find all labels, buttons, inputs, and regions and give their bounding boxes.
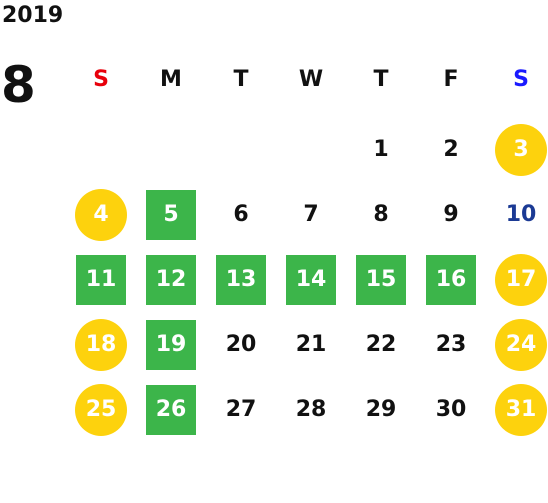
- day-cell[interactable]: 21: [295, 332, 327, 357]
- day-cell[interactable]: 16: [426, 255, 476, 305]
- day-cell[interactable]: 2: [443, 137, 459, 162]
- day-cell[interactable]: 17: [495, 254, 547, 306]
- weekday-3: W: [298, 67, 324, 92]
- day-cell[interactable]: 6: [233, 202, 249, 227]
- day-cell[interactable]: 13: [216, 255, 266, 305]
- day-cell[interactable]: 10: [505, 202, 537, 227]
- day-cell[interactable]: 28: [295, 397, 327, 422]
- weekday-5: F: [443, 67, 459, 92]
- day-cell[interactable]: 18: [75, 319, 127, 371]
- day-cell[interactable]: 23: [435, 332, 467, 357]
- weekday-2: T: [233, 67, 249, 92]
- day-cell[interactable]: 7: [303, 202, 319, 227]
- day-cell[interactable]: 19: [146, 320, 196, 370]
- weekday-1: M: [160, 67, 182, 92]
- day-cell[interactable]: 12: [146, 255, 196, 305]
- month-label: 8: [1, 56, 36, 114]
- weekday-4: T: [373, 67, 389, 92]
- day-cell[interactable]: 20: [225, 332, 257, 357]
- day-cell[interactable]: 4: [75, 189, 127, 241]
- day-cell[interactable]: 31: [495, 384, 547, 436]
- day-cell[interactable]: 14: [286, 255, 336, 305]
- day-cell[interactable]: 25: [75, 384, 127, 436]
- day-cell[interactable]: 3: [495, 124, 547, 176]
- day-cell[interactable]: 8: [373, 202, 389, 227]
- day-cell[interactable]: 15: [356, 255, 406, 305]
- day-cell[interactable]: 30: [435, 397, 467, 422]
- day-cell[interactable]: 24: [495, 319, 547, 371]
- day-cell[interactable]: 26: [146, 385, 196, 435]
- year-label: 2019: [2, 3, 64, 28]
- day-cell[interactable]: 22: [365, 332, 397, 357]
- day-cell[interactable]: 29: [365, 397, 397, 422]
- day-cell[interactable]: 11: [76, 255, 126, 305]
- weekday-6: S: [513, 67, 529, 92]
- day-cell[interactable]: 27: [225, 397, 257, 422]
- weekday-0: S: [93, 67, 109, 92]
- day-cell[interactable]: 1: [373, 137, 389, 162]
- day-cell[interactable]: 5: [146, 190, 196, 240]
- day-cell[interactable]: 9: [443, 202, 459, 227]
